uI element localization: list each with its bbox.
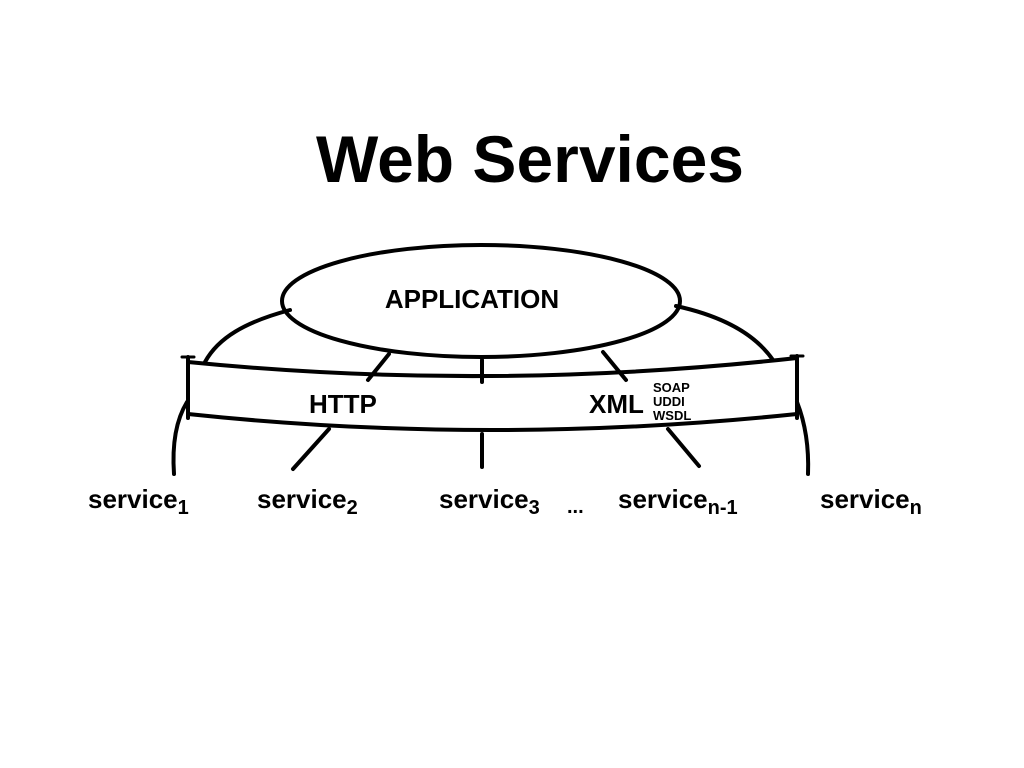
application-ellipse <box>280 243 682 359</box>
service-n-1-label: servicen-1 <box>618 484 738 519</box>
right-outer-arc <box>674 304 775 362</box>
page-title: Web Services <box>316 122 744 196</box>
uddi-label: UDDI <box>653 394 685 409</box>
service-2-connector <box>291 427 331 471</box>
service-2-label: service2 <box>257 484 358 519</box>
service-n-label: servicen <box>820 484 922 519</box>
app-connector-right <box>601 350 628 382</box>
http-label: HTTP <box>309 389 377 419</box>
wsdl-label: WSDL <box>653 408 691 423</box>
service-n-1-connector <box>666 427 701 468</box>
service-1-connector <box>171 400 189 476</box>
protocol-band <box>180 354 805 432</box>
xml-standards-list: SOAP UDDI WSDL <box>653 380 691 423</box>
ellipsis-label: ... <box>567 496 584 518</box>
xml-label: XML <box>589 389 644 419</box>
service-3-label: service3 <box>439 484 540 519</box>
service-n-connector <box>795 400 811 476</box>
soap-label: SOAP <box>653 380 690 395</box>
application-label: APPLICATION <box>385 284 559 314</box>
service-1-label: service1 <box>88 484 189 519</box>
left-outer-arc <box>203 308 292 364</box>
